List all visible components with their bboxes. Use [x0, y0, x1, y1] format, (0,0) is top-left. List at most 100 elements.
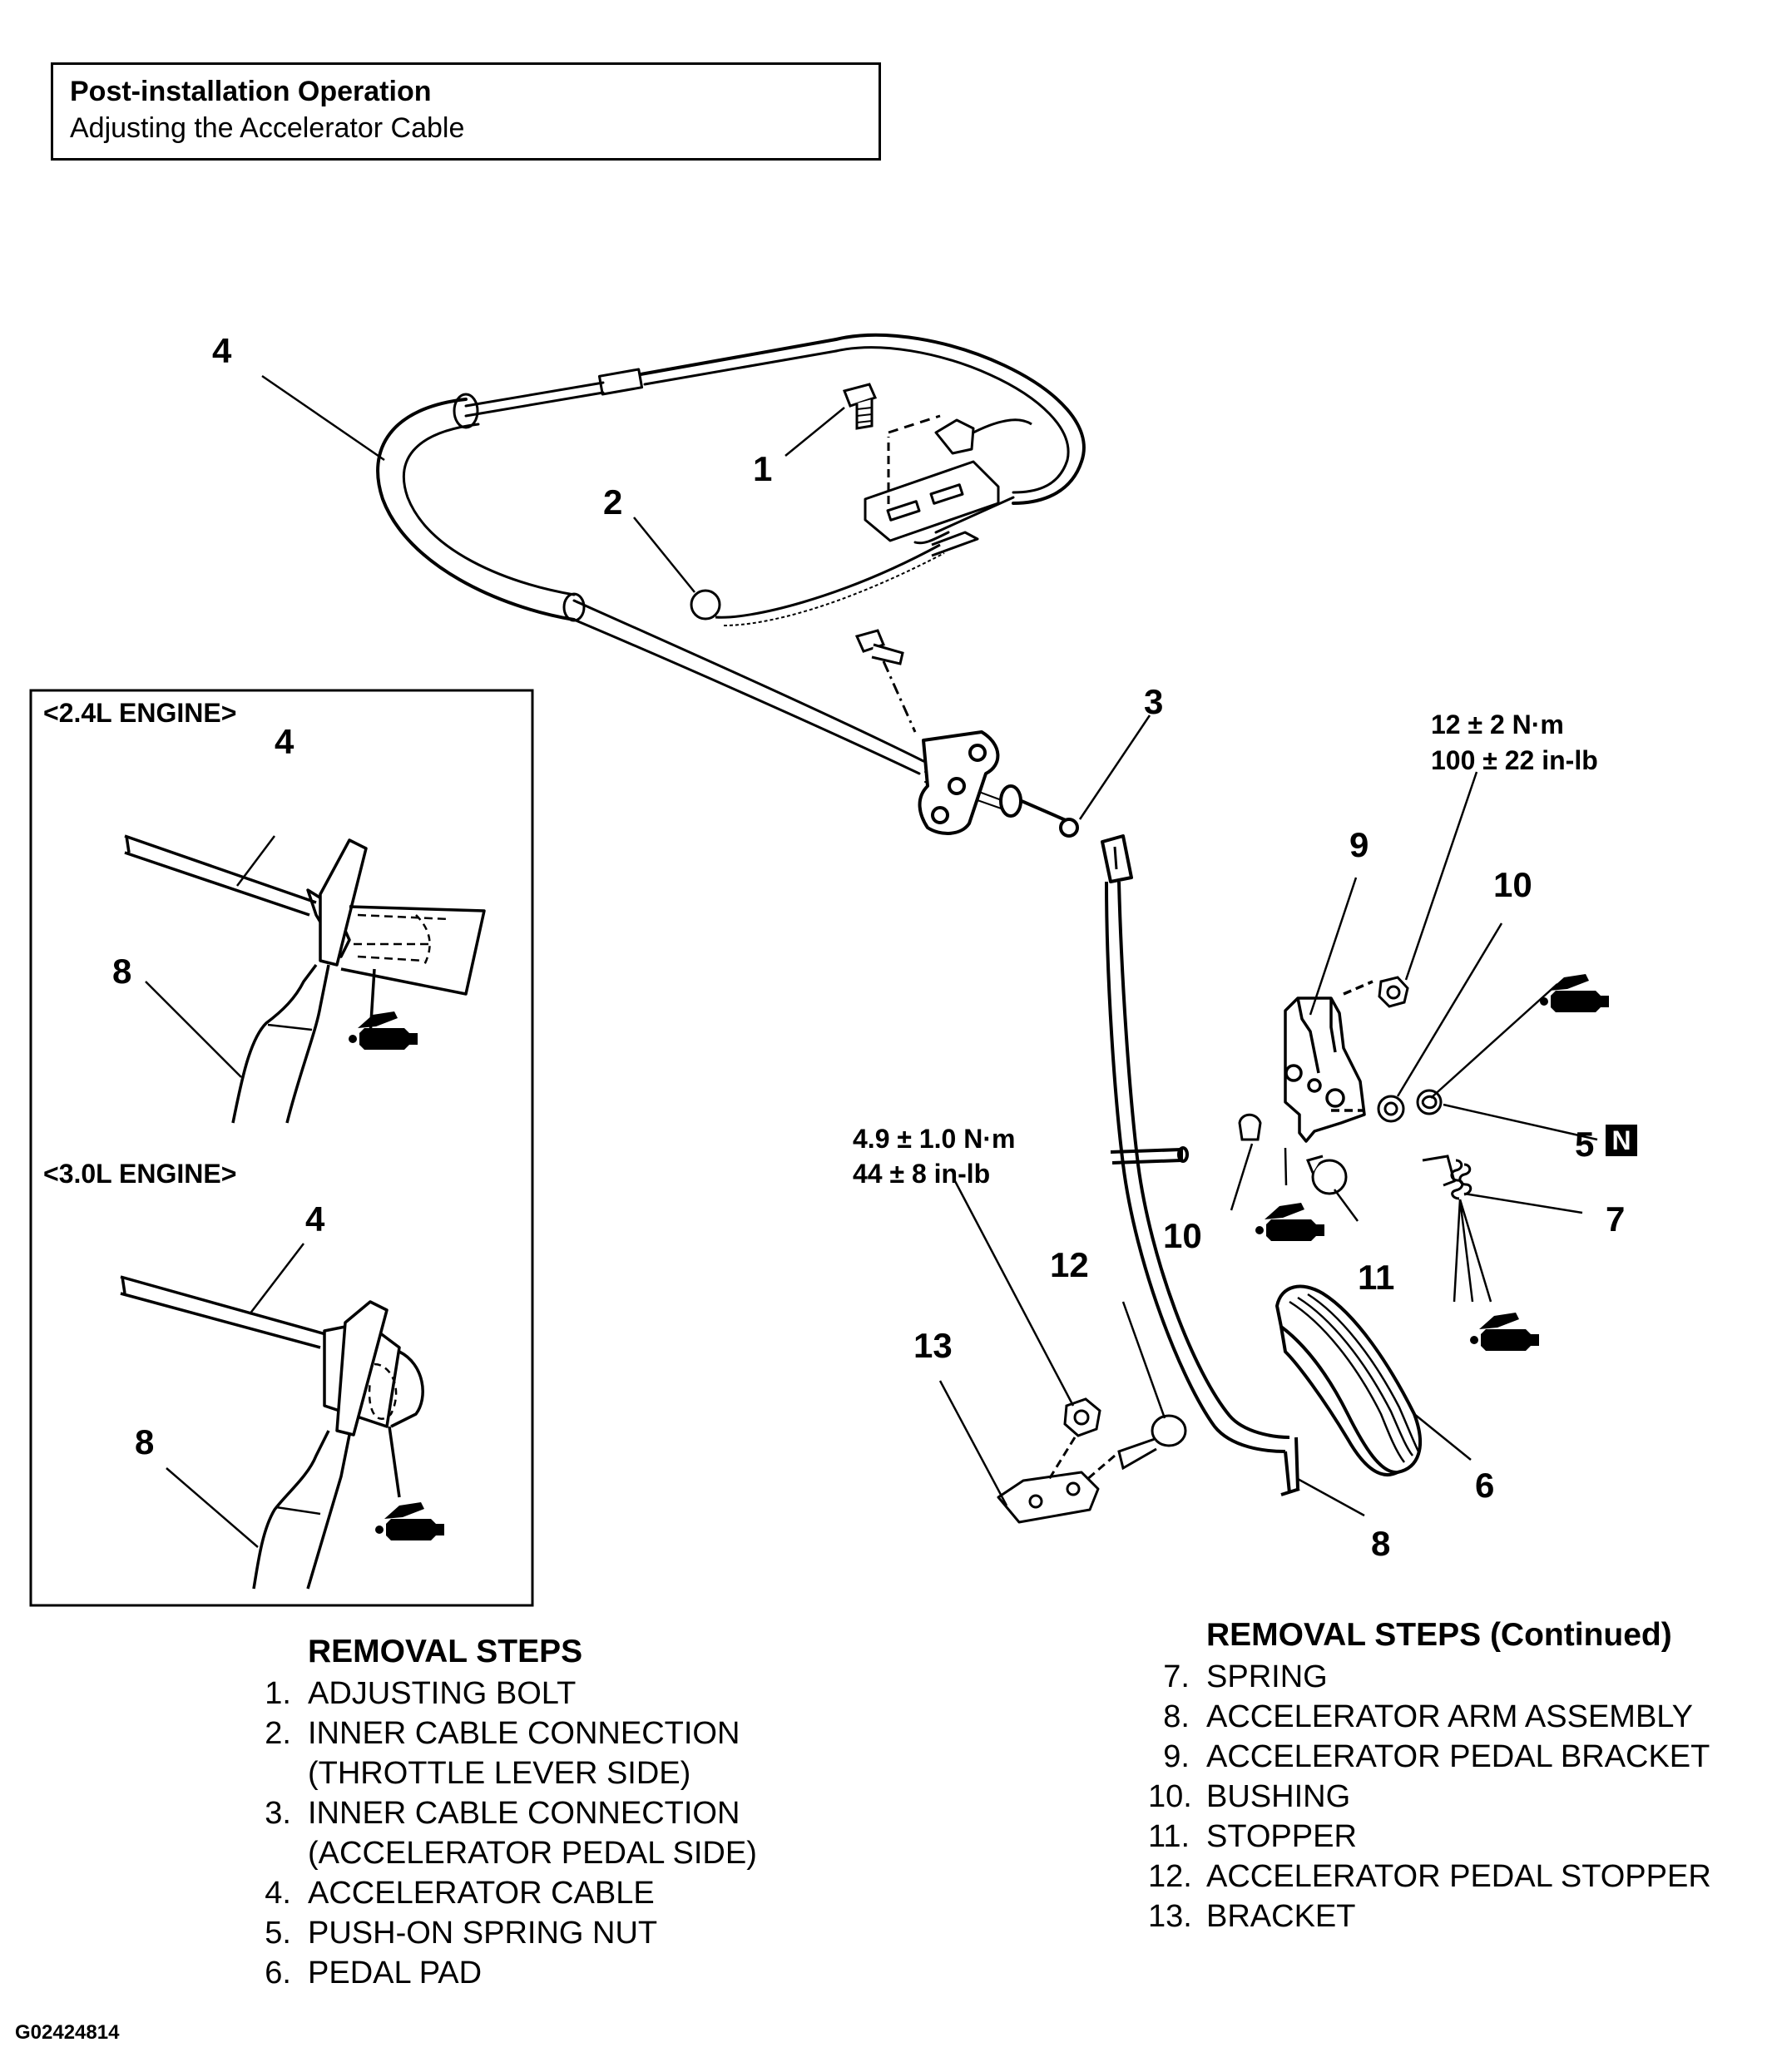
callout-5: 5 — [1575, 1125, 1594, 1164]
step-text: PUSH-ON SPRING NUT — [308, 1916, 658, 1951]
step-number — [250, 1833, 308, 1873]
step-text: (THROTTLE LEVER SIDE) — [308, 1756, 691, 1791]
step-row: 2. INNER CABLE CONNECTION — [250, 1713, 757, 1753]
engine-inset: <2.4L ENGINE> <3.0L ENGINE> 4 8 — [29, 689, 534, 1607]
callout-10-left: 10 — [1163, 1216, 1202, 1255]
torque-bracket-inlb: 100 ± 22 in-lb — [1431, 745, 1598, 775]
note-title: Post-installation Operation — [70, 76, 432, 107]
grease-icon — [375, 1502, 444, 1540]
throttle-bracket — [864, 414, 1032, 557]
step-row: 11. STOPPER — [1148, 1817, 1711, 1857]
grease-icon — [1255, 1203, 1324, 1241]
step-number: 12. — [1148, 1859, 1192, 1894]
inset-callout-4b: 4 — [305, 1199, 325, 1239]
removal-steps-header: REMOVAL STEPS — [308, 1634, 583, 1669]
spring — [1422, 1155, 1472, 1200]
removal-steps-list: 1. ADJUSTING BOLT 2. INNER CABLE CONNECTION… — [250, 1674, 757, 1993]
step-row: (THROTTLE LEVER SIDE) — [250, 1753, 757, 1793]
step-text: INNER CABLE CONNECTION — [308, 1716, 740, 1751]
step-number: 8. — [1163, 1699, 1190, 1734]
inset-callout-8b: 8 — [135, 1422, 154, 1461]
push-on-spring-nut — [1416, 1089, 1443, 1115]
removal-steps-continued-header: REMOVAL STEPS (Continued) — [1206, 1617, 1672, 1653]
cable-retainer-plate — [918, 730, 1079, 838]
torque-stopper-inlb: 44 ± 8 in-lb — [853, 1159, 990, 1189]
step-row: 4. ACCELERATOR CABLE — [250, 1873, 757, 1913]
grease-icon — [1470, 1313, 1539, 1351]
removal-steps-right: REMOVAL STEPS (Continued) 7. SPRING 8. ACCE… — [1148, 1615, 1711, 1936]
engine-3-0l-label: <3.0L ENGINE> — [43, 1159, 236, 1189]
stopper-nut — [1047, 1397, 1101, 1481]
figure-id: G02424814 — [15, 2021, 120, 2044]
step-row: 5. PUSH-ON SPRING NUT — [250, 1913, 757, 1953]
torque-stopper-nm: 4.9 ± 1.0 N·m — [853, 1124, 1015, 1154]
removal-steps-continued-list: 7. SPRING 8. ACCELERATOR ARM ASSEMBLY 9. ACCE… — [1148, 1657, 1711, 1936]
step-row: 1. ADJUSTING BOLT — [250, 1674, 757, 1713]
inner-cable-throttle-side — [690, 543, 945, 626]
step-number: 7. — [1163, 1659, 1190, 1694]
step-number: 10. — [1148, 1779, 1192, 1814]
step-row: 8. ACCELERATOR ARM ASSEMBLY — [1148, 1697, 1711, 1737]
step-row: 7. SPRING — [1148, 1657, 1711, 1697]
pedal-bracket — [1284, 980, 1374, 1143]
bushing-left — [1238, 1113, 1262, 1141]
step-text: BRACKET — [1206, 1899, 1356, 1934]
grease-icon — [349, 1011, 418, 1050]
step-number: 4. — [265, 1876, 291, 1911]
callout-13: 13 — [913, 1326, 953, 1365]
step-text: INNER CABLE CONNECTION — [308, 1796, 740, 1831]
step-text: ACCELERATOR PEDAL STOPPER — [1206, 1859, 1711, 1894]
step-row: (ACCELERATOR PEDAL SIDE) — [250, 1833, 757, 1873]
removal-steps-left: REMOVAL STEPS 1. ADJUSTING BOLT 2. INNER CA… — [250, 1632, 757, 1993]
step-number: 1. — [265, 1676, 291, 1711]
inset-callout-4a: 4 — [275, 722, 294, 761]
stopper-bracket — [997, 1471, 1100, 1524]
note-subtitle: Adjusting the Accelerator Cable — [70, 112, 465, 144]
inset-2-4l-drawing — [124, 834, 486, 1124]
step-number: 9. — [1163, 1739, 1190, 1774]
grease-icon — [1540, 974, 1609, 1012]
step-text: ADJUSTING BOLT — [308, 1676, 577, 1711]
callout-8: 8 — [1371, 1524, 1390, 1563]
leader-lines — [261, 374, 1598, 1517]
torque-bracket-nm: 12 ± 2 N·m — [1431, 710, 1564, 739]
callout-3: 3 — [1144, 682, 1163, 721]
pedal-side-bolt — [854, 629, 917, 733]
step-row: 12. ACCELERATOR PEDAL STOPPER — [1148, 1857, 1711, 1896]
accelerator-pedal-stopper — [1085, 1414, 1187, 1482]
step-number: 5. — [265, 1916, 291, 1951]
callout-4: 4 — [212, 331, 232, 370]
step-row: 6.PEDAL PAD — [250, 1953, 757, 1993]
note-box: Post-installation Operation Adjusting th… — [51, 62, 881, 161]
step-number: 13. — [1148, 1899, 1192, 1934]
engine-2-4l-label: <2.4L ENGINE> — [43, 698, 236, 728]
callout-12: 12 — [1050, 1245, 1089, 1284]
step-text: STOPPER — [1206, 1819, 1357, 1854]
step-text: ACCELERATOR ARM ASSEMBLY — [1206, 1699, 1693, 1734]
step-text: BUSHING — [1206, 1779, 1351, 1814]
step-number — [250, 1753, 308, 1793]
badge-letter: N — [1611, 1125, 1631, 1155]
adjusting-bolt — [842, 383, 878, 430]
callout-1: 1 — [753, 449, 772, 488]
step-number: 3. — [265, 1796, 291, 1831]
inset-callout-8a: 8 — [112, 952, 131, 991]
step-number: 11. — [1148, 1819, 1190, 1854]
step-row: 3. INNER CABLE CONNECTION — [250, 1793, 757, 1833]
step-row: 13. BRACKET — [1148, 1896, 1711, 1936]
callout-7: 7 — [1606, 1199, 1625, 1239]
callout-2: 2 — [603, 482, 622, 522]
accelerator-arm — [1101, 834, 1300, 1496]
stopper — [1305, 1155, 1348, 1195]
step-text: PEDAL PAD — [308, 1956, 483, 1990]
callout-6: 6 — [1475, 1466, 1494, 1505]
pedal-pad — [1275, 1284, 1423, 1477]
bushing-right — [1377, 1095, 1405, 1123]
step-text: ACCELERATOR PEDAL BRACKET — [1206, 1739, 1710, 1774]
step-text: SPRING — [1206, 1659, 1328, 1694]
callout-9: 9 — [1349, 825, 1369, 864]
step-text: ACCELERATOR CABLE — [308, 1876, 655, 1911]
step-text: (ACCELERATOR PEDAL SIDE) — [308, 1836, 757, 1871]
bracket-nut — [1378, 976, 1409, 1008]
step-number: 2. — [265, 1716, 291, 1751]
